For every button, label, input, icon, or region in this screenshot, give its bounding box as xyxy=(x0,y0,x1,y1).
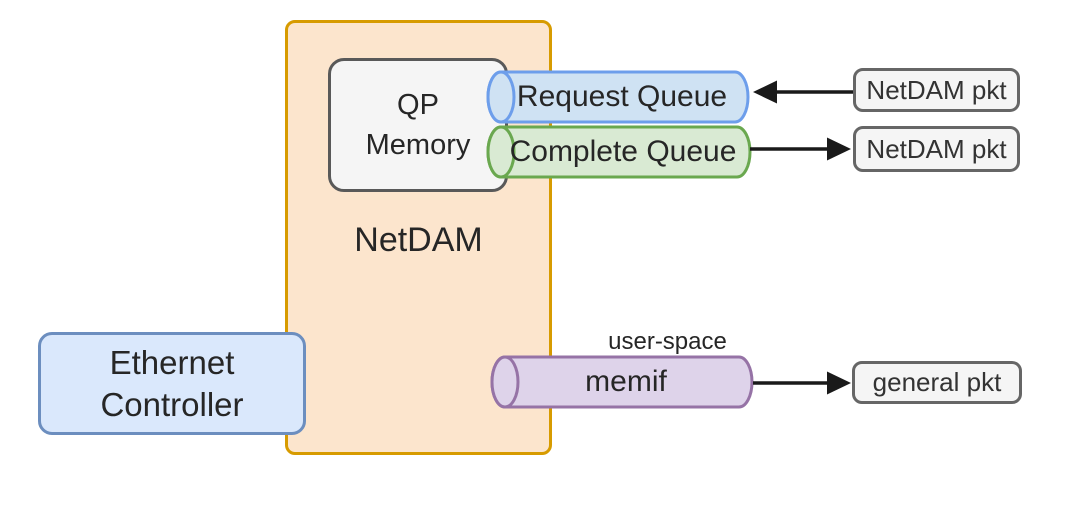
request-queue-label: Request Queue xyxy=(516,80,728,113)
cylinder-shape xyxy=(486,125,752,179)
cylinder-rim xyxy=(490,355,520,409)
cylinder-rim xyxy=(486,70,516,124)
ethernet-controller-box: Ethernet Controller xyxy=(38,332,306,435)
qp-memory-box: QP Memory xyxy=(328,58,508,192)
cylinder-shape xyxy=(486,70,750,124)
memif-cylinder: memif xyxy=(490,355,754,409)
arrow-netdampkt-to-request-queue xyxy=(753,80,853,104)
request-queue-cylinder: Request Queue xyxy=(486,70,750,124)
complete-queue-label: Complete Queue xyxy=(509,135,737,168)
netdam-label: NetDAM xyxy=(354,221,483,259)
netdam-pkt-complete-label: NetDAM pkt xyxy=(866,133,1007,164)
memif-label: memif xyxy=(585,365,667,398)
complete-queue-cylinder: Complete Queue xyxy=(486,125,752,179)
user-space-label: user-space xyxy=(608,328,727,355)
netdam-pkt-request-label: NetDAM pkt xyxy=(866,74,1007,105)
ethernet-controller-label: Ethernet Controller xyxy=(100,343,244,423)
cylinder-shape xyxy=(490,355,754,409)
general-pkt-label: general pkt xyxy=(872,367,1002,397)
arrow-complete-queue-to-netdampkt xyxy=(750,137,851,161)
netdam-pkt-complete-box: NetDAM pkt xyxy=(853,126,1020,172)
qp-memory-label: QP Memory xyxy=(365,88,471,161)
cylinder-rim xyxy=(486,125,516,179)
netdam-pkt-request-box: NetDAM pkt xyxy=(853,68,1020,112)
arrow-memif-to-general-pkt xyxy=(753,371,851,395)
general-pkt-box: general pkt xyxy=(852,361,1022,404)
